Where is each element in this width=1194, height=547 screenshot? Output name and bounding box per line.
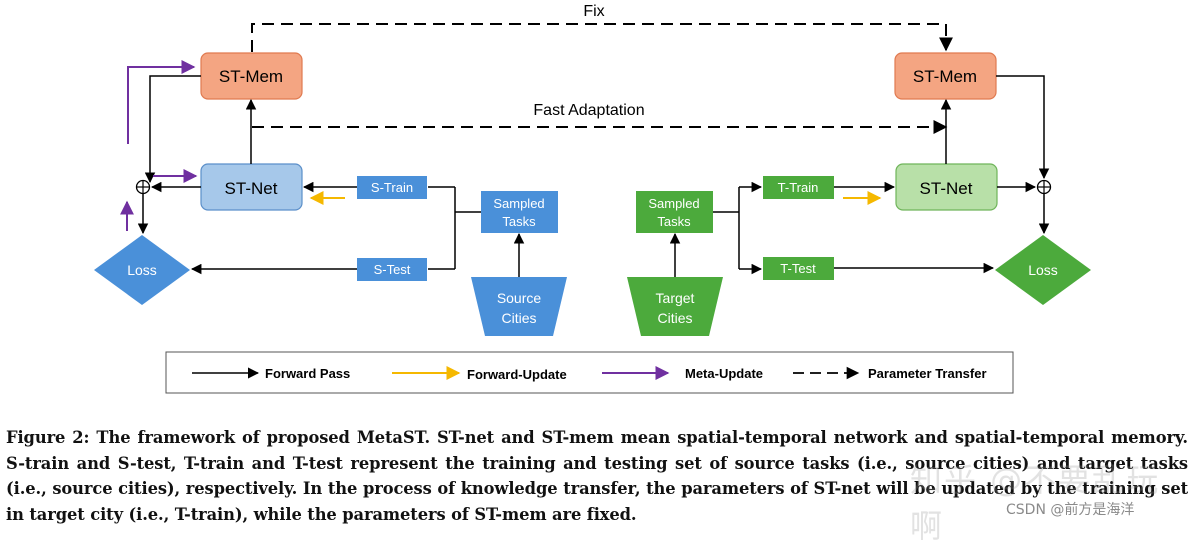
target-loss-diamond: Loss [995,235,1091,305]
source-st-net-label: ST-Net [225,179,278,198]
t-test-box: T-Test [763,257,834,280]
target-st-net-label: ST-Net [920,179,973,198]
source-loss-label: Loss [127,262,157,278]
target-loss-label: Loss [1028,262,1058,278]
target-st-net-box: ST-Net [895,163,998,211]
sampled-to-train-test-lines [428,186,481,270]
target-sampled-tasks-box: Sampled Tasks [636,191,713,233]
target-cities-line2: Cities [657,310,692,326]
target-mem-to-sum-arrow [996,75,1050,180]
figure-caption: Figure 2: The framework of proposed Meta… [6,428,1188,524]
legend-parameter-transfer-label: Parameter Transfer [868,366,987,381]
fix-label: Fix [583,3,604,20]
source-cities-line1: Source [497,290,542,306]
fast-adaptation-label: Fast Adaptation [533,102,644,119]
t-train-label: T-Train [778,180,819,195]
target-sampled-branch-line [713,187,740,269]
framework-diagram: Fix Fast Adaptation ST-Mem ST-Net S-Trai… [94,3,1091,394]
target-cities-trapezoid: Target Cities [627,277,723,336]
source-st-net-box: ST-Net [200,163,303,211]
s-train-label: S-Train [371,180,413,195]
legend: Forward Pass Forward-Update Meta-Update … [165,351,1014,394]
source-cities-line2: Cities [501,310,536,326]
target-sampled-tasks-line2: Tasks [657,214,691,229]
t-train-box: T-Train [763,176,834,199]
source-loss-diamond: Loss [94,235,190,305]
s-test-box: S-Test [357,258,427,281]
source-sampled-tasks-line1: Sampled [493,196,544,211]
target-cities-line1: Target [656,290,695,306]
target-st-mem-box: ST-Mem [894,52,997,100]
legend-meta-update-label: Meta-Update [685,366,763,381]
source-sampled-tasks-box: Sampled Tasks [481,191,558,233]
zhihu-watermark: 知乎 @不要乱玩啊 [910,461,1161,545]
target-sum-node [1036,179,1052,195]
meta-update-to-mem-arrow [127,60,196,144]
csdn-watermark: CSDN @前方是海洋 [1006,502,1135,518]
target-st-mem-label: ST-Mem [913,67,977,86]
legend-forward-update-label: Forward-Update [467,367,567,382]
source-st-mem-box: ST-Mem [200,52,303,100]
legend-forward-pass-label: Forward Pass [265,366,350,381]
source-sum-node [135,179,151,195]
s-test-label: S-Test [374,262,411,277]
source-sampled-tasks-line2: Tasks [502,214,536,229]
fix-transfer-line [251,23,953,52]
mem-to-sum-arrow [144,75,201,184]
target-sampled-tasks-line1: Sampled [648,196,699,211]
source-cities-trapezoid: Source Cities [471,277,567,336]
s-train-box: S-Train [357,176,427,199]
source-st-mem-label: ST-Mem [219,67,283,86]
t-test-label: T-Test [780,261,816,276]
